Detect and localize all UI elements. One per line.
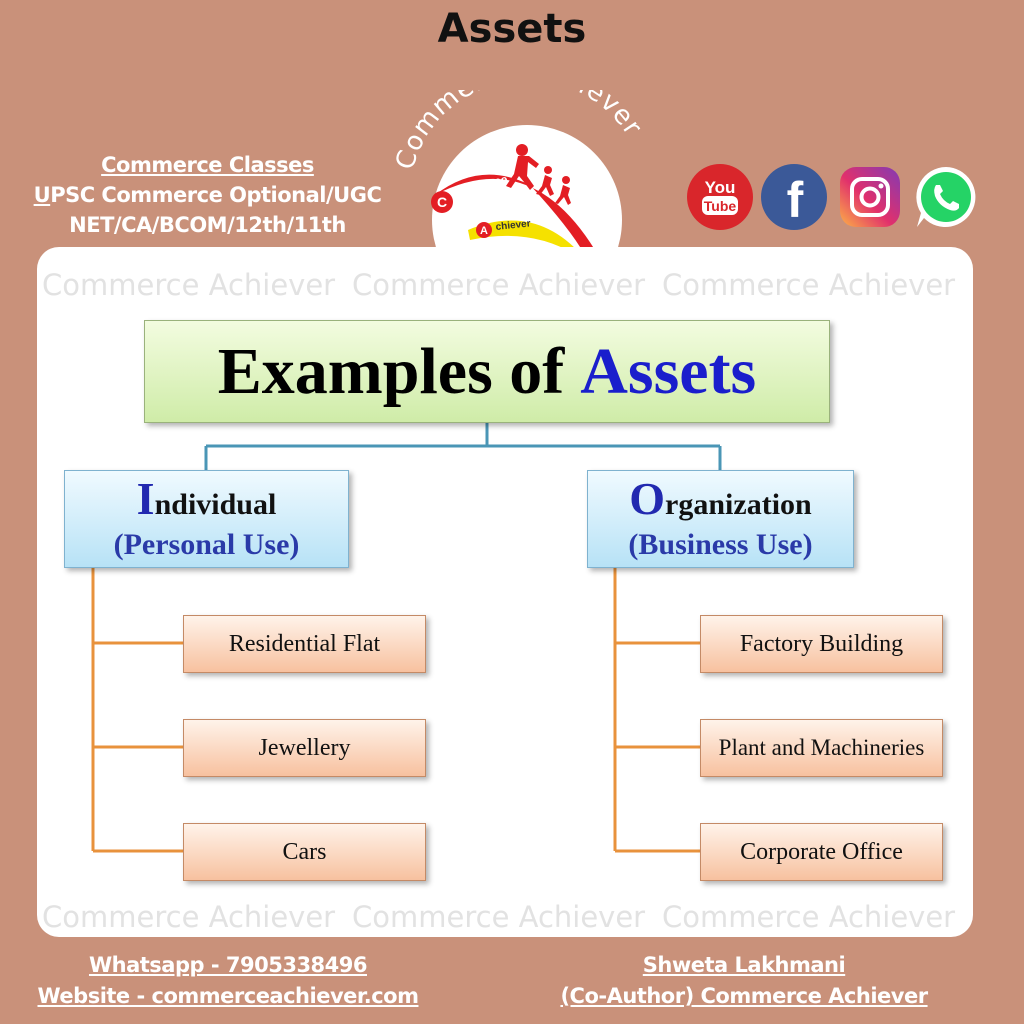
promo-line-courses: NET/CA/BCOM/12th/11th bbox=[69, 213, 346, 237]
logo-word-achiever: chiever bbox=[495, 218, 531, 233]
footer-author-name: Shweta Lakhmani bbox=[642, 953, 846, 977]
logo-runners-icon bbox=[506, 144, 571, 205]
youtube-icon[interactable]: You Tube bbox=[686, 163, 754, 231]
diagram-heading: Examples of Assets bbox=[144, 320, 830, 423]
category-individual-rest: ndividual bbox=[154, 488, 277, 521]
promo-line-classes: Commerce Classes bbox=[101, 153, 314, 177]
facebook-icon[interactable]: f bbox=[760, 163, 828, 231]
logo-c-letter: C bbox=[437, 194, 447, 210]
facebook-letter: f bbox=[787, 172, 804, 228]
category-individual-subtitle: (Personal Use) bbox=[113, 528, 300, 561]
youtube-label-bottom: Tube bbox=[704, 198, 737, 214]
asset-item-residential-flat: Residential Flat bbox=[183, 615, 426, 673]
logo-red-swoosh bbox=[435, 174, 600, 280]
promo-line-upsc-initial: U bbox=[33, 183, 51, 207]
logo-a-letter: A bbox=[480, 225, 488, 237]
heading-main-text: Examples of bbox=[217, 334, 565, 408]
category-organization-rest: rganization bbox=[665, 488, 812, 521]
watermark: Commerce Achiever bbox=[352, 268, 646, 302]
category-individual-initial: I bbox=[136, 473, 155, 524]
promo-text: Commerce Classes UPSC Commerce Optional/… bbox=[20, 150, 395, 240]
asset-item-factory-building: Factory Building bbox=[700, 615, 943, 673]
logo-c-badge bbox=[431, 191, 453, 213]
category-organization-title: Organization bbox=[588, 476, 853, 527]
footer-contact: Whatsapp - 7905338496 Website - commerce… bbox=[28, 950, 428, 1012]
category-organization: Organization (Business Use) bbox=[587, 470, 854, 568]
logo-yellow-swoosh bbox=[468, 220, 590, 265]
promo-line-upsc: UPSC Commerce Optional/UGC bbox=[20, 180, 395, 210]
watermark: Commerce Achiever bbox=[352, 900, 646, 934]
category-individual: Individual (Personal Use) bbox=[64, 470, 349, 568]
watermark: Commerce Achiever bbox=[42, 900, 336, 934]
category-individual-title: Individual bbox=[65, 476, 348, 527]
category-organization-subtitle: (Business Use) bbox=[628, 528, 813, 561]
asset-item-plant-machineries: Plant and Machineries bbox=[700, 719, 943, 777]
youtube-label-top: You bbox=[705, 178, 736, 197]
watermark: Commerce Achiever bbox=[662, 900, 956, 934]
asset-item-cars: Cars bbox=[183, 823, 426, 881]
asset-item-jewellery: Jewellery bbox=[183, 719, 426, 777]
promo-line-upsc-rest: PSC Commerce Optional/UGC bbox=[50, 183, 382, 207]
heading-highlight-text: Assets bbox=[580, 334, 757, 408]
watermark: Commerce Achiever bbox=[662, 268, 956, 302]
asset-item-corporate-office: Corporate Office bbox=[700, 823, 943, 881]
footer-author-role: (Co-Author) Commerce Achiever bbox=[560, 984, 928, 1008]
footer-website-link[interactable]: Website - commerceachiever.com bbox=[37, 984, 419, 1008]
footer-author: Shweta Lakhmani (Co-Author) Commerce Ach… bbox=[544, 950, 944, 1012]
instagram-icon[interactable] bbox=[836, 163, 904, 231]
footer-whatsapp[interactable]: Whatsapp - 7905338496 bbox=[88, 953, 368, 977]
whatsapp-icon[interactable] bbox=[912, 163, 980, 231]
watermark: Commerce Achiever bbox=[42, 268, 336, 302]
logo-a-badge bbox=[476, 222, 492, 238]
category-organization-initial: O bbox=[629, 473, 666, 524]
page-title: Assets bbox=[437, 6, 587, 52]
